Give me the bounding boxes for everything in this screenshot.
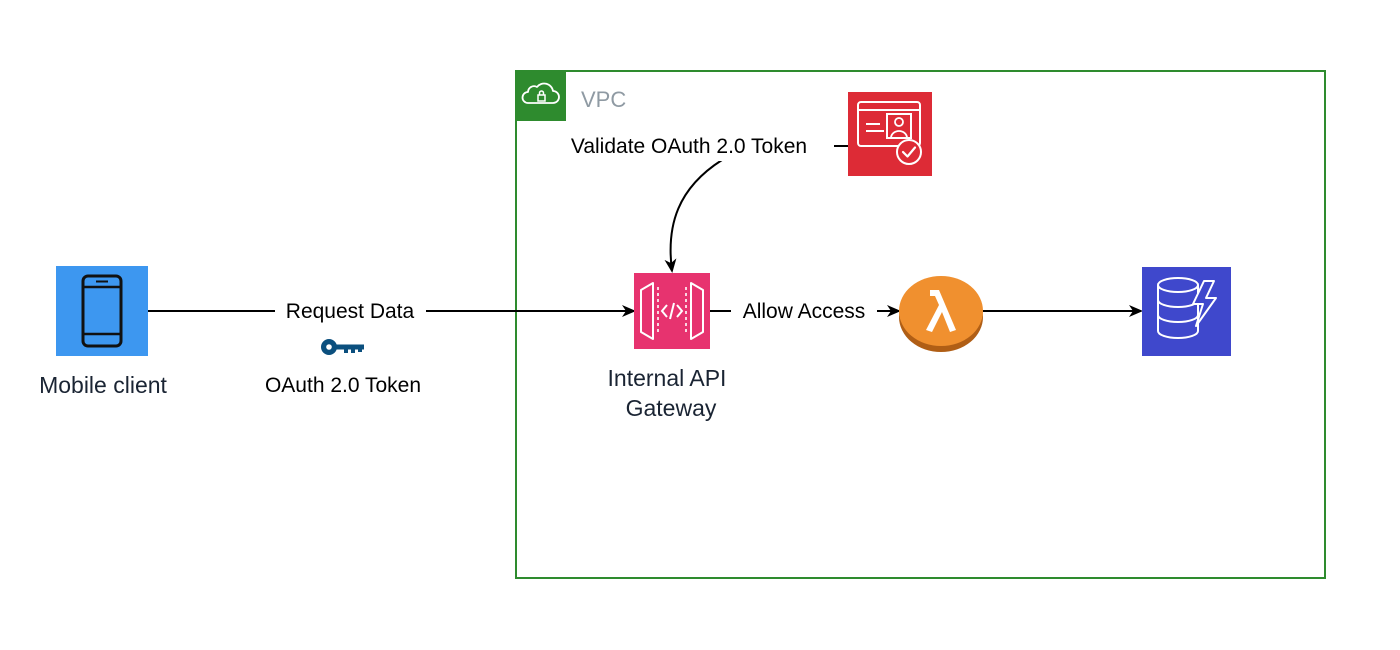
oauth-token-label: OAuth 2.0 Token [265, 374, 421, 397]
dynamodb-icon [1157, 277, 1217, 339]
mobile-client-tile [56, 266, 148, 356]
validate-token-label: Validate OAuth 2.0 Token [571, 135, 807, 158]
vpc-label: VPC [581, 87, 626, 112]
vpc-boundary [515, 70, 1326, 579]
api-gateway-node: Internal API Gateway [608, 273, 727, 421]
identity-card-check-icon [857, 101, 922, 165]
mobile-client-label: Mobile client [39, 372, 167, 398]
api-gateway-label-line2: Gateway [626, 395, 717, 421]
lambda-node [899, 276, 983, 352]
request-data-label: Request Data [286, 300, 415, 323]
vpc-header-tile [516, 71, 566, 121]
authorizer-node [848, 92, 932, 176]
lambda-icon [926, 290, 956, 332]
dynamodb-tile [1142, 267, 1231, 356]
dynamodb-node [1142, 267, 1231, 356]
cloud-lock-icon [521, 82, 560, 104]
key-icon [321, 339, 364, 355]
allow-access-label: Allow Access [743, 300, 866, 323]
edge-labels: Request Data Allow Access Validate OAuth… [265, 131, 877, 397]
validate-token-connector [664, 159, 723, 273]
authorizer-tile [848, 92, 932, 176]
mobile-phone-icon [81, 274, 123, 348]
api-gateway-label-line1: Internal API [608, 365, 727, 391]
mobile-client-node: Mobile client [39, 266, 168, 398]
api-gateway-icon [640, 282, 704, 340]
vpc-group: VPC [515, 70, 1326, 579]
